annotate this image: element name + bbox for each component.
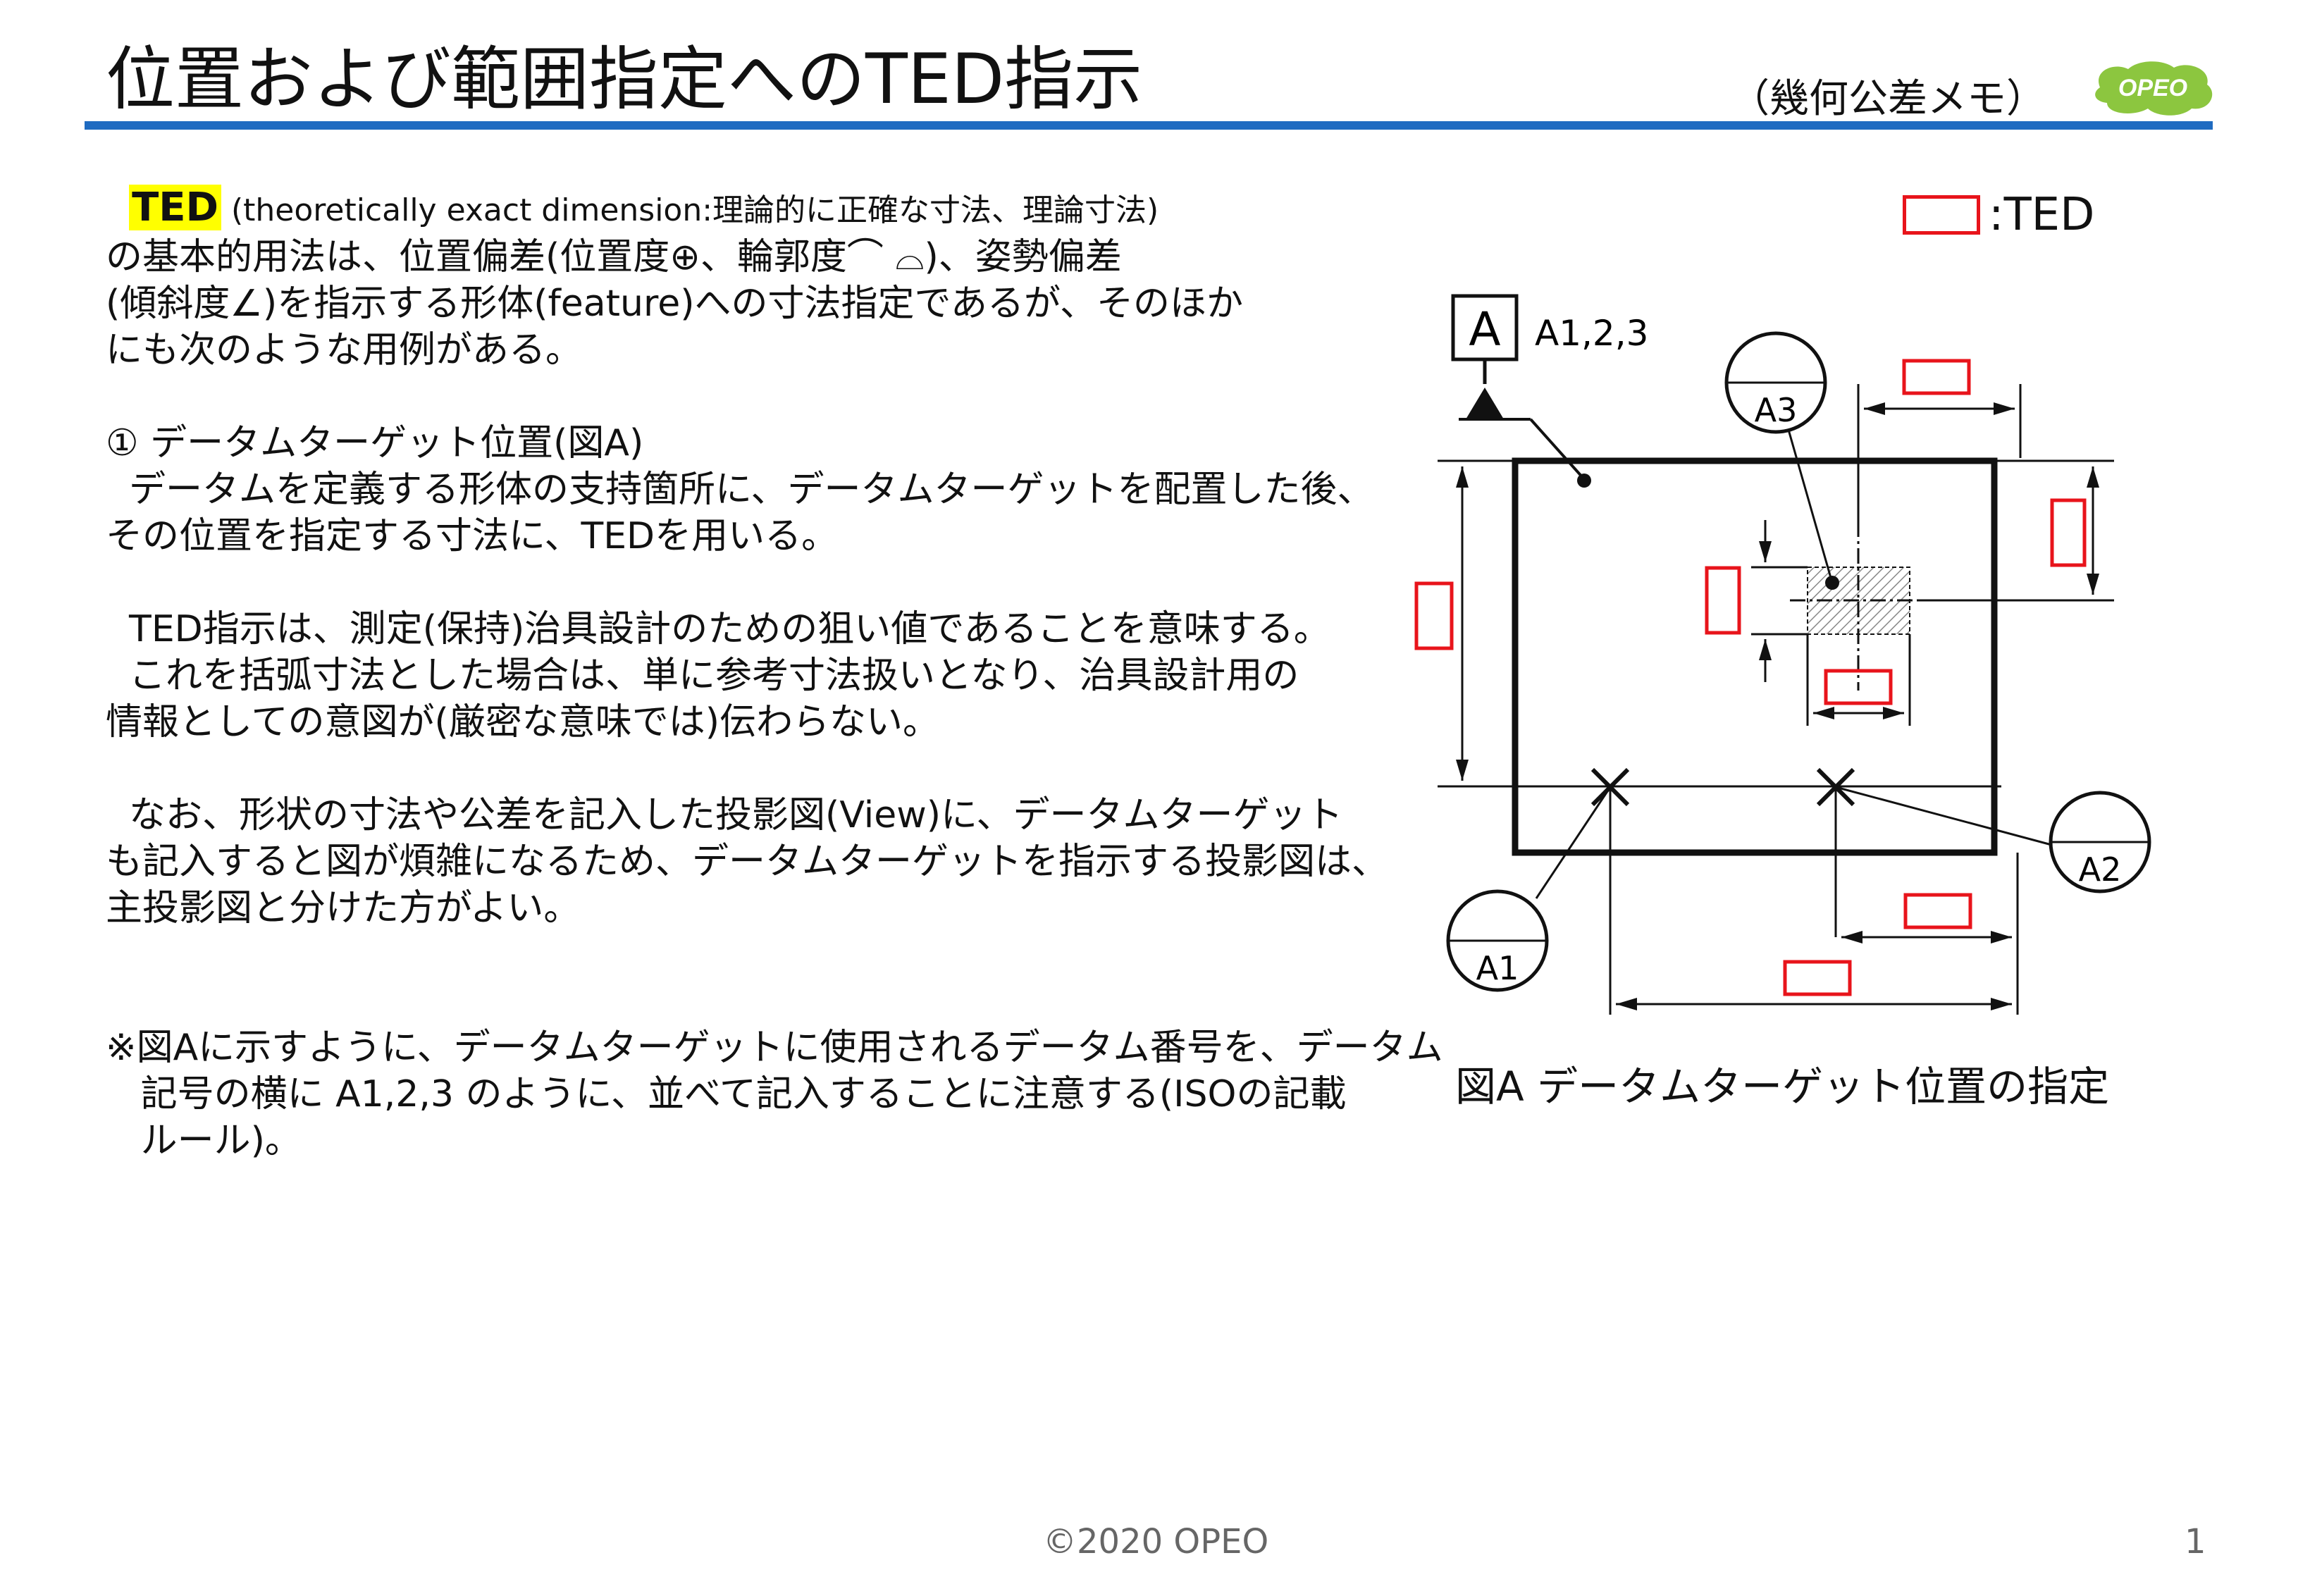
- ted-legend-box: [1903, 195, 1980, 235]
- paragraph-line: TED (theoretically exact dimension:理論的に正…: [106, 185, 1395, 234]
- figure-caption: 図A データムターゲット位置の指定: [1455, 1063, 2110, 1111]
- datum-dot: [1577, 474, 1591, 488]
- opeo-logo: OPEO: [2095, 61, 2213, 116]
- ted-box: [2050, 498, 2087, 567]
- paragraph-line: も記入すると図が煩雑になるため、データムターゲットを指示する投影図は、: [106, 841, 1389, 883]
- paragraph-line: 情報としての意図が(厳密な意味では)伝わらない。: [106, 701, 940, 743]
- ted-box: [1783, 960, 1852, 996]
- ted-highlight: TED: [129, 185, 221, 230]
- ted-box: [1824, 669, 1893, 705]
- note-line: 記号の横に A1,2,3 のように、並べて記入することに注意する(ISOの記載: [106, 1073, 1347, 1115]
- datum-letter: A: [1469, 302, 1500, 357]
- paragraph-line: 主投影図と分けた方がよい。: [106, 887, 581, 929]
- logo-text: OPEO: [2118, 75, 2187, 101]
- paragraph-line: これを括弧寸法とした場合は、単に参考寸法扱いとなり、治具設計用の: [106, 655, 1299, 697]
- ted-legend: :TED: [1903, 189, 2094, 241]
- body-text: TED (theoretically exact dimension:理論的に正…: [106, 185, 1443, 1164]
- paragraph-line: なお、形状の寸法や公差を記入した投影図(View)に、データムターゲット: [106, 794, 1343, 836]
- part-outline: [1512, 457, 1998, 856]
- ted-legend-label: :TED: [1989, 189, 2095, 241]
- datum-targets-label: A1,2,3: [1535, 313, 1648, 354]
- page-subtitle: （幾何公差メモ）: [1730, 76, 2046, 122]
- section-heading: ① データムターゲット位置(図A): [106, 422, 644, 464]
- header-rule: [85, 121, 2213, 130]
- copyright: ©2020 OPEO: [1043, 1522, 1269, 1561]
- note-line: ルール)。: [106, 1120, 302, 1162]
- paragraph-line: その位置を指定する寸法に、TEDを用いる。: [106, 515, 839, 557]
- paragraph-line: にも次のような用例がある。: [106, 329, 583, 371]
- ted-definition: (theoretically exact dimension:理論的に正確な寸法…: [221, 192, 1159, 228]
- ted-box: [1705, 566, 1741, 635]
- note-line: ※図Aに示すように、データムターゲットに使用されるデータム番号を、データム: [106, 1027, 1443, 1069]
- page-number: 1: [2185, 1522, 2206, 1561]
- datum-target-figure: A A1,2,3 A1 A2 A3: [1414, 294, 2151, 1015]
- paragraph-line: の基本的用法は、位置偏差(位置度⊕、輪郭度⌒ ⌓)、姿勢偏差: [106, 236, 1122, 278]
- ted-box: [1414, 581, 1454, 650]
- ted-box: [1902, 359, 1971, 395]
- target-label-a1: A1: [1476, 949, 1519, 987]
- ted-box: [1903, 893, 1972, 929]
- paragraph-line: (傾斜度∠)を指示する形体(feature)への寸法指定であるが、そのほか: [106, 283, 1243, 325]
- datum-triangle: [1466, 388, 1504, 419]
- page-title: 位置および範囲指定へのTED指示: [106, 39, 1143, 120]
- paragraph-line: TED指示は、測定(保持)治具設計のための狙い値であることを意味する。: [106, 608, 1330, 650]
- target-label-a3: A3: [1755, 391, 1798, 429]
- paragraph-line: データムを定義する形体の支持箇所に、データムターゲットを配置した後、: [106, 469, 1374, 511]
- datum-leader: [1529, 418, 1586, 481]
- target-label-a2: A2: [2079, 850, 2122, 889]
